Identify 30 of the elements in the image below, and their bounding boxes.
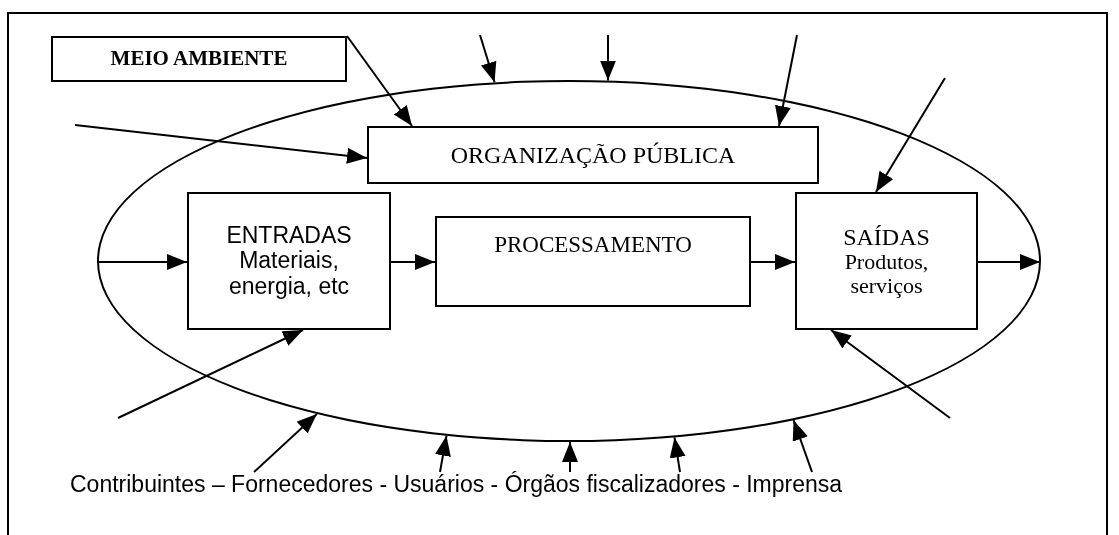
process-box bbox=[795, 192, 978, 330]
body-text: Produtos, serviços bbox=[843, 250, 930, 299]
arrow bbox=[792, 419, 813, 473]
arrow bbox=[750, 254, 796, 270]
heading-text: ENTRADAS bbox=[226, 223, 352, 249]
arrow bbox=[875, 77, 946, 193]
arrow bbox=[562, 441, 578, 473]
arrow bbox=[346, 35, 413, 127]
body-text: Materiais, energia, etc bbox=[227, 248, 351, 299]
box-label: ORGANIZAÇÃO PÚBLICA bbox=[450, 141, 736, 169]
arrow bbox=[669, 436, 686, 473]
arrow bbox=[479, 34, 497, 84]
label-box bbox=[51, 36, 347, 82]
heading-text: SAÍDAS bbox=[843, 223, 930, 250]
arrow bbox=[117, 329, 304, 419]
box-label: MEIO AMBIENTE bbox=[110, 47, 288, 71]
arrow bbox=[775, 34, 798, 127]
arrow bbox=[390, 254, 436, 270]
arrow bbox=[253, 413, 318, 473]
box-label: PROCESSAMENTO bbox=[494, 232, 692, 258]
arrow bbox=[830, 329, 951, 419]
stakeholder-list: Contribuintes – Fornecedores - Usuários - Órgãos fiscalizadores - Imprensa bbox=[70, 472, 843, 498]
process-box bbox=[187, 192, 391, 330]
arrow bbox=[74, 124, 368, 164]
arrow bbox=[435, 434, 451, 473]
arrow bbox=[600, 34, 616, 82]
system-ellipse bbox=[97, 80, 1041, 442]
arrow bbox=[977, 254, 1041, 270]
title-box bbox=[367, 126, 819, 184]
process-box bbox=[435, 216, 751, 307]
